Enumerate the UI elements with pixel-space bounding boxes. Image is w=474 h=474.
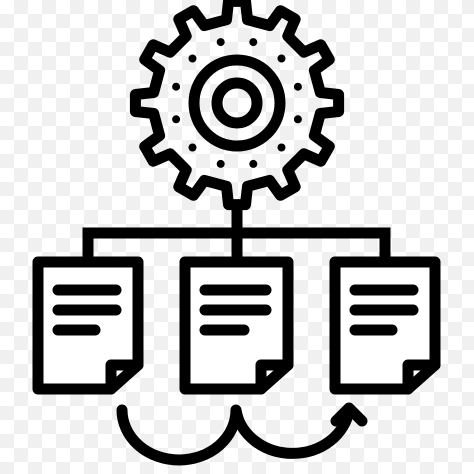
gear-dot [277,54,286,63]
gear-dot [216,159,225,168]
gear-dot [293,82,302,91]
cycle-arrow-icon [116,402,368,466]
gear-inner-ring [211,77,263,129]
gear-outline [129,0,345,211]
cycle-arrow-loops [116,404,355,466]
document-fold [105,359,144,395]
cycle-arrow-head [330,402,368,427]
gear-icon [129,0,345,211]
gear-dot [249,38,258,47]
gear-dot [188,54,197,63]
document-fold [255,359,294,395]
document-icon [32,256,144,395]
gear-dot [216,38,225,47]
gear-dot [172,115,181,124]
document-icon [329,256,441,395]
gear-dot [277,143,286,152]
gear-dot [293,115,302,124]
document-icon [179,256,294,395]
gear-dot [188,143,197,152]
document-fold [402,359,441,395]
gear-dot [172,82,181,91]
connector-lines [82,202,391,268]
gear-outer-ring [188,54,286,152]
gear-dots [172,38,302,168]
gear-dot [249,159,258,168]
